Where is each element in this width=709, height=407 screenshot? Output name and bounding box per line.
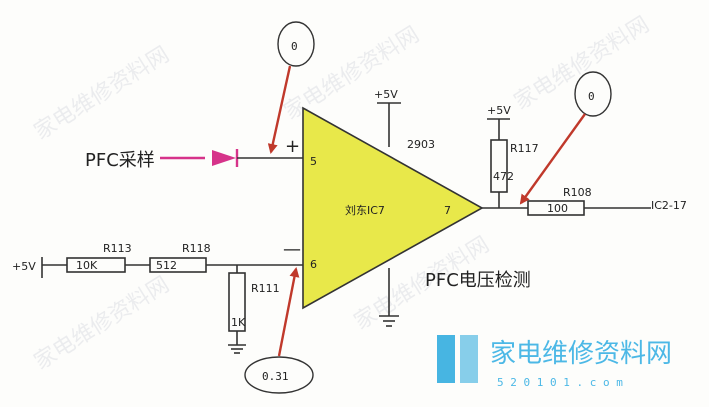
r108-name: R108 (563, 186, 592, 199)
out-voltage: 0 (588, 90, 595, 103)
pin-out-number: 7 (444, 204, 451, 217)
out-arrow (519, 113, 586, 205)
r113-name: R113 (103, 242, 132, 255)
pin5-voltage-oval (277, 21, 315, 67)
logo-url: 5 2 0 1 0 1 . c o m (497, 376, 623, 389)
site-logo: 家电维修资料网 5 2 0 1 0 1 . c o m (437, 335, 672, 389)
supply-top-label: +5V (374, 88, 398, 101)
resistor-r117 (490, 139, 508, 193)
output-label: IC2-17 (651, 199, 687, 212)
logo-text: 家电维修资料网 (490, 339, 672, 369)
out-voltage-oval (574, 71, 612, 117)
r111-value: 1K (231, 316, 246, 329)
r108-value: 100 (547, 202, 568, 215)
logo-book-left-icon (437, 335, 455, 383)
resistor-r108 (527, 200, 585, 216)
watermark-text-4: 家电维修资料网 (30, 272, 174, 375)
r113-value: 10K (76, 259, 98, 272)
pin-minus-number: 6 (310, 258, 317, 271)
r111-name: R111 (251, 282, 280, 295)
resistor-r113 (66, 257, 126, 273)
minus-sign: — (283, 239, 301, 260)
op-amp-triangle (302, 106, 484, 310)
pin5-arrow (267, 65, 292, 154)
pin6-arrow (277, 267, 300, 357)
r117-name: R117 (510, 142, 539, 155)
r118-value: 512 (156, 259, 177, 272)
diagram-title: PFC电压检测 (425, 270, 531, 291)
pin-plus-number: 5 (310, 155, 317, 168)
diode-icon (212, 150, 236, 166)
pin6-voltage: 0.31 (262, 370, 289, 383)
op-amp-label: 刘东IC7 (345, 204, 385, 217)
logo-book-right-icon (460, 335, 478, 383)
op-amp-model: 2903 (407, 138, 435, 151)
watermark-text-2: 家电维修资料网 (280, 22, 424, 125)
pin5-voltage: 0 (291, 40, 298, 53)
supply-r117-label: +5V (487, 104, 511, 117)
pin6-voltage-oval (244, 356, 314, 394)
r118-name: R118 (182, 242, 211, 255)
input-label: PFC采样 (85, 150, 155, 171)
r117-value: 472 (493, 170, 514, 183)
plus-sign: + (285, 136, 300, 157)
resistor-r118 (149, 257, 207, 273)
watermark-text-1: 家电维修资料网 (30, 42, 174, 145)
supply-left-label: +5V (12, 260, 36, 273)
watermark-text-3: 家电维修资料网 (510, 12, 654, 115)
